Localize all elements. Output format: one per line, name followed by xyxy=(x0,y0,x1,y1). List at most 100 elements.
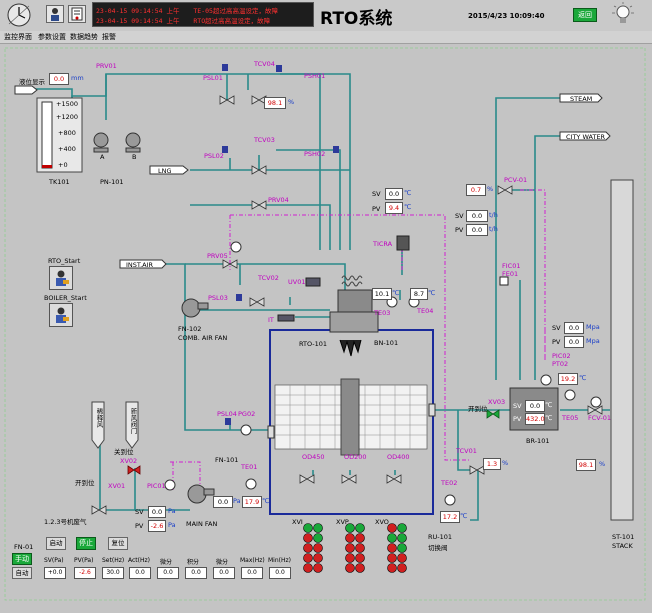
valve-xv03-open xyxy=(486,409,500,419)
panel-value-min[interactable]: 0.0 xyxy=(269,567,291,579)
panel-value-sv[interactable]: +0.0 xyxy=(44,567,66,579)
alarm-time: 09:14:54 xyxy=(131,7,163,15)
tag-pg02: PG02 xyxy=(238,410,256,418)
label-guandaowei: 关到位 xyxy=(114,448,134,456)
tank-level-label: 液位显示 xyxy=(19,78,45,86)
pic02-sv-label: SV xyxy=(552,324,561,332)
tank-name: TK101 xyxy=(49,178,70,186)
valve-xv02-closed xyxy=(127,465,141,475)
tag-psh01: PSH01 xyxy=(304,72,326,80)
label-rto101: RTO-101 xyxy=(299,340,328,348)
menu-monitor[interactable]: 监控界面 xyxy=(4,33,32,41)
panel-value-set[interactable]: 30.0 xyxy=(102,567,124,579)
label-steam: STEAM xyxy=(570,95,593,103)
tcv04-unit: % xyxy=(288,98,295,106)
label-br101: BR-101 xyxy=(526,437,550,445)
alarm-message: RTO超过高高温设定，故障 xyxy=(193,17,271,25)
operator-icon[interactable] xyxy=(46,5,64,23)
alarm-time: 09:14:54 xyxy=(131,17,163,25)
rto-start-icon xyxy=(56,270,69,286)
label-xvo: XVO xyxy=(375,518,389,526)
alarm-ampm: 上午 xyxy=(166,7,180,15)
tag-te04: TE04 xyxy=(417,307,434,315)
tag-ticra: TICRA xyxy=(373,240,393,248)
tag-te05: TE05 xyxy=(562,414,579,422)
tag-tcv02: TCV02 xyxy=(258,274,279,282)
label-pump-a: A xyxy=(100,153,105,161)
rto-start-button[interactable] xyxy=(49,266,73,290)
return-button[interactable]: 返回 xyxy=(573,8,597,22)
pump-b xyxy=(125,132,141,153)
tag-te01: TE01 xyxy=(241,463,258,471)
duct-right xyxy=(125,401,139,449)
panel-value-max[interactable]: 0.0 xyxy=(241,567,263,579)
tank-scale-1500: +1500 xyxy=(56,100,78,108)
tag-pcv01: PCV-01 xyxy=(504,176,528,184)
flow-pv-unit: t/h xyxy=(489,225,498,233)
alarm-line-1: 23-04-15 09:14:54 上午 TE-05超过高高温设定，故障 xyxy=(96,5,278,15)
tag-od200: OD200 xyxy=(344,453,367,461)
sv-label-left: SV xyxy=(372,190,381,198)
label-bn101: BN-101 xyxy=(374,339,399,347)
br-pv-unit: ℃ xyxy=(545,414,553,422)
panel-header-act: Act(Hz) xyxy=(128,557,150,564)
tank-scale-0: +0 xyxy=(58,161,68,169)
menu-params[interactable]: 参数设置 xyxy=(38,33,66,41)
alarm-line-2: 23-04-15 09:14:54 上午 RTO超过高高温设定，故障 xyxy=(96,15,270,25)
flow-sv-value: 0.0 xyxy=(466,210,488,222)
tag-te03: TE03 xyxy=(374,309,391,317)
pressure-switches xyxy=(222,64,339,425)
menu-trend[interactable]: 数据趋势 xyxy=(70,33,98,41)
label-duct2: 新风阀门 xyxy=(129,408,137,434)
tag-xv02: XV02 xyxy=(120,457,138,465)
menu-alarm[interactable]: 报警 xyxy=(102,33,116,41)
reset-button[interactable]: 复位 xyxy=(108,537,128,550)
control-signal-lines xyxy=(170,189,546,490)
te03-unit: ℃ xyxy=(392,289,400,297)
burner-coils xyxy=(341,275,363,287)
manual-button[interactable]: 手动 xyxy=(12,553,32,565)
label-st101-desc: STACK xyxy=(612,542,633,550)
ticra-instrument xyxy=(396,235,410,251)
tag-it: IT xyxy=(268,316,274,324)
datetime-display: 2015/4/23 10:09:40 xyxy=(468,12,545,20)
panel-value-act: 0.0 xyxy=(129,567,151,579)
stop-button[interactable]: 停止 xyxy=(76,537,96,550)
tag-prv04: PRV04 xyxy=(268,196,289,204)
label-xvi: XVI xyxy=(292,518,303,526)
pv-value-left: 9.4 xyxy=(385,202,403,214)
burner-base xyxy=(329,311,379,333)
boiler-start-label: BOILER_Start xyxy=(44,294,87,302)
fcv01-value: 98.1 xyxy=(576,459,596,471)
tag-psl04: PSL04 xyxy=(217,410,237,418)
pic02-pv-label: PV xyxy=(552,338,561,346)
tag-xv03: XV03 xyxy=(488,398,506,406)
tag-xv01: XV01 xyxy=(108,482,126,490)
tank-level-unit: mm xyxy=(71,74,84,82)
pic01-pv-unit: Pa xyxy=(168,521,176,529)
alarm-message: TE-05超过高高温设定，故障 xyxy=(193,7,278,15)
pcv01-value: 0.7 xyxy=(466,184,486,196)
label-pn101: PN-101 xyxy=(100,178,124,186)
rto-start-label: RTO_Start xyxy=(48,257,81,265)
panel-header-int: 积分 xyxy=(187,559,200,566)
pic02-pv-value: 0.0 xyxy=(564,336,584,348)
tcv01-unit: % xyxy=(502,459,509,467)
tag-psl01: PSL01 xyxy=(203,74,223,82)
auto-button[interactable]: 自动 xyxy=(12,567,32,579)
report-icon[interactable] xyxy=(68,5,86,23)
start-button[interactable]: 启动 xyxy=(46,537,66,550)
panel-value-int[interactable]: 0.0 xyxy=(185,567,207,579)
panel-value-diff1[interactable]: 0.0 xyxy=(157,567,179,579)
alarm-ampm: 上午 xyxy=(166,17,180,25)
page-title: RTO系统 xyxy=(320,9,393,29)
te02-value: 17.2 xyxy=(440,511,460,523)
tag-fcv01: FCV-01 xyxy=(588,414,611,422)
panel-value-diff2[interactable]: 0.0 xyxy=(213,567,235,579)
alarm-banner[interactable]: 23-04-15 09:14:54 上午 TE-05超过高高温设定，故障 23-… xyxy=(92,2,314,27)
lightbulb-icon[interactable] xyxy=(612,2,634,28)
flow-pv-label: PV xyxy=(455,226,464,234)
label-fn102-desc: COMB. AIR FAN xyxy=(178,334,228,342)
boiler-start-button[interactable] xyxy=(49,303,73,327)
tag-pic02: PIC02 xyxy=(552,352,571,360)
